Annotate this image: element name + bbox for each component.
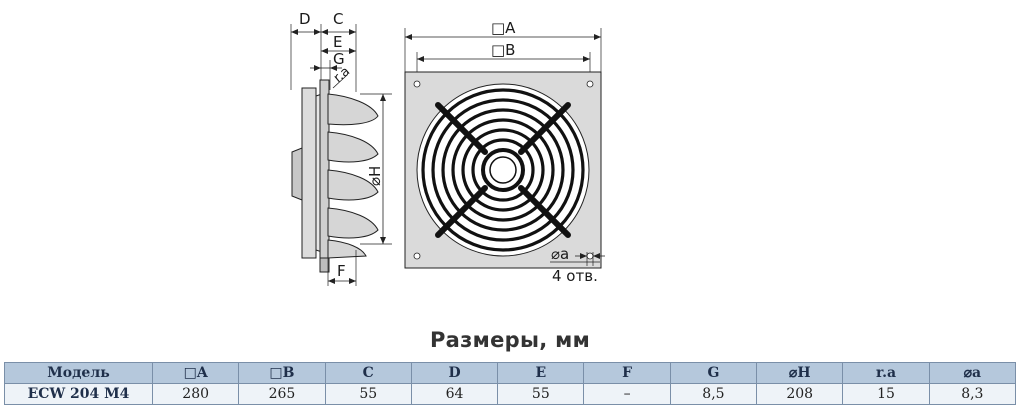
table-row: ECW 204 M4 280 265 55 64 55 – 8,5 208 15… — [4, 383, 1017, 405]
fan-dimension-drawing: D C E G r.a ⌀H F — [290, 10, 605, 286]
header-ra: r.a — [842, 362, 930, 384]
front-view — [404, 28, 605, 269]
label-d: D — [299, 10, 311, 28]
label-g: G — [333, 50, 345, 68]
header-model: Модель — [4, 362, 153, 384]
header-d: D — [410, 362, 499, 384]
header-b-square: □B — [238, 362, 326, 384]
header-a-diameter: ⌀a — [928, 362, 1017, 384]
header-g: G — [669, 362, 758, 384]
label-f: F — [337, 262, 346, 280]
cell-a-square: 280 — [151, 383, 240, 405]
cell-a-diameter: 8,3 — [928, 383, 1017, 405]
label-holes: 4 отв. — [552, 267, 598, 285]
dimensions-table: Модель □A □B C D E F G ⌀H r.a ⌀a ECW 204… — [4, 362, 1017, 405]
cell-h-diameter: 208 — [756, 383, 844, 405]
label-b-square: □B — [491, 41, 515, 59]
dimensions-title: Размеры, мм — [429, 328, 591, 352]
cell-d: 64 — [410, 383, 499, 405]
label-h: ⌀H — [366, 166, 384, 186]
label-a-diameter: ⌀a — [551, 245, 569, 263]
cell-f: – — [583, 383, 671, 405]
cell-e: 55 — [497, 383, 585, 405]
header-e: E — [497, 362, 585, 384]
label-c: C — [333, 10, 343, 28]
header-a-square: □A — [151, 362, 240, 384]
cell-ra: 15 — [842, 383, 930, 405]
cell-g: 8,5 — [669, 383, 758, 405]
header-c: C — [324, 362, 412, 384]
cell-b-square: 265 — [238, 383, 326, 405]
header-f: F — [583, 362, 671, 384]
label-a-square: □A — [491, 19, 516, 37]
cell-c: 55 — [324, 383, 412, 405]
table-header-row: Модель □A □B C D E F G ⌀H r.a ⌀a — [4, 362, 1017, 384]
label-e: E — [333, 33, 342, 51]
side-view — [290, 24, 392, 286]
header-h-diameter: ⌀H — [756, 362, 844, 384]
cell-model: ECW 204 M4 — [4, 383, 153, 405]
